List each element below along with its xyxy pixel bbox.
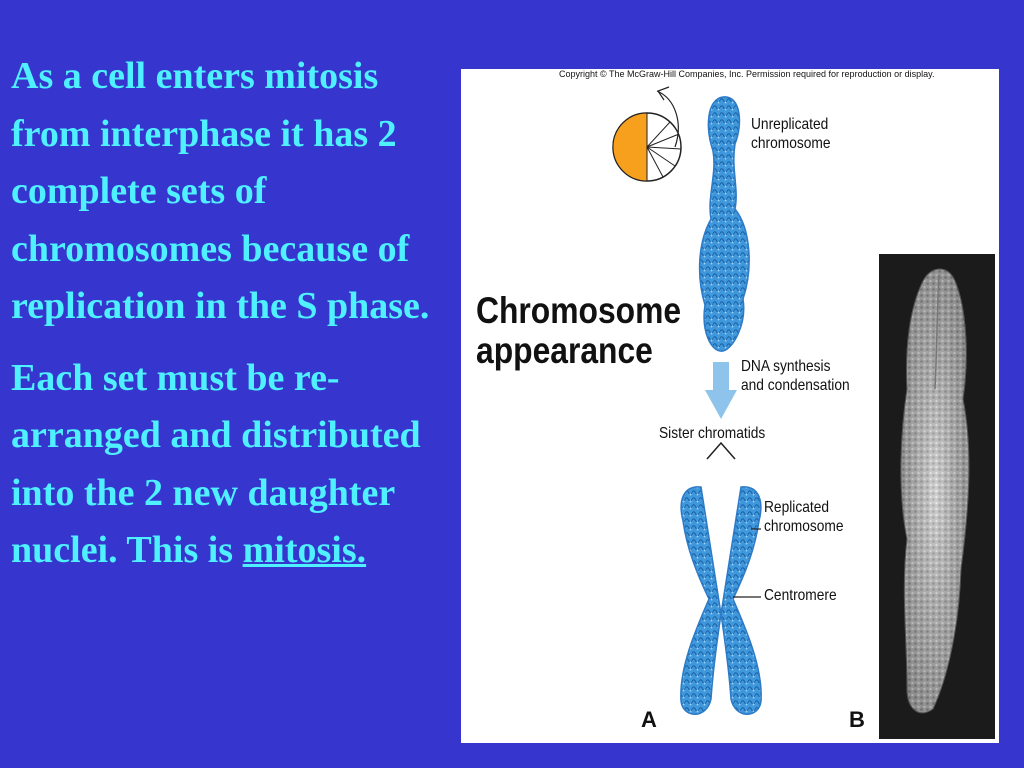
mitosis-term: mitosis.	[242, 529, 367, 571]
cell-cycle-icon	[612, 86, 682, 182]
dna-synthesis-arrow	[705, 362, 737, 419]
paragraph-mitosis: Each set must be re-arranged and distrib…	[11, 350, 461, 580]
chromosome-diagram-art	[612, 86, 995, 739]
label-unreplicated-line1: Unreplicated	[751, 116, 829, 133]
slide-body-text: As a cell enters mitosis from interphase…	[11, 48, 461, 580]
label-replicated-line1: Replicated	[764, 499, 830, 516]
paragraph-interphase: As a cell enters mitosis from interphase…	[11, 55, 430, 327]
label-sister-chromatids: Sister chromatids	[659, 425, 766, 442]
chromosome-figure: Copyright © The McGraw-Hill Companies, I…	[461, 69, 999, 743]
sister-chromatids-bracket	[706, 441, 736, 460]
paragraph-mitosis-text: Each set must be re-arranged and distrib…	[11, 356, 421, 572]
label-centromere: Centromere	[764, 587, 837, 604]
panel-label-a: A	[641, 707, 657, 732]
figure-title-line2: appearance	[476, 330, 653, 371]
panel-label-b: B	[849, 707, 865, 732]
label-dna-line1: DNA synthesis	[741, 358, 831, 375]
label-replicated-line2: chromosome	[764, 518, 844, 535]
unreplicated-chromosome	[698, 96, 750, 352]
copyright-notice: Copyright © The McGraw-Hill Companies, I…	[559, 69, 935, 79]
figure-title-line1: Chromosome	[476, 290, 682, 331]
electron-micrograph	[879, 254, 995, 739]
replicated-chromosome	[680, 486, 762, 715]
label-dna-line2: and condensation	[741, 377, 850, 394]
label-unreplicated-line2: chromosome	[751, 135, 831, 152]
figure-title: Chromosome appearance	[476, 291, 681, 371]
